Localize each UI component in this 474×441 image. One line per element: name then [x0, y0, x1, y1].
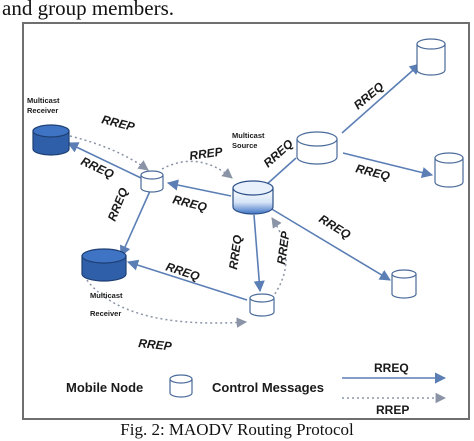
legend-mobile-node-label: Mobile Node: [66, 380, 143, 395]
node-e: [434, 152, 464, 188]
receiver2-label-line1: Multicast: [90, 291, 123, 300]
receiver2-label-line2: Receiver: [90, 309, 121, 318]
legend: Mobile Node Control Messages RREQ RREP: [66, 361, 447, 417]
rreq-arrow-source-to-nodeB: [253, 214, 265, 293]
source-label-line2: Source: [232, 141, 257, 150]
rreq-arrow-source-to-nodeC: [265, 157, 297, 186]
rreq-label-source-nodeC: RREQ: [261, 136, 297, 170]
rrep-arrow-nodeB-to-source: [271, 217, 287, 299]
legend-control-messages-label: Control Messages: [212, 380, 324, 395]
node-f: [391, 269, 417, 299]
source-label-line1: Multicast: [232, 131, 265, 140]
legend-node-icon: [169, 374, 193, 398]
rreq-arrow-nodeB-to-receiver2: [126, 259, 248, 301]
rreq-arrow-nodeA-to-receiver2: [119, 190, 151, 258]
node-receiver-1: [32, 124, 70, 156]
node-d: [416, 38, 446, 76]
node-c: [296, 131, 338, 165]
rreq-arrows: [66, 63, 434, 301]
rreq-label-receiver1: RREQ: [79, 154, 117, 182]
node-b: [249, 293, 275, 317]
rreq-label-source-nodeA: RREQ: [171, 192, 209, 214]
rreq-arrow-nodeA-to-receiver1: [66, 142, 142, 179]
rrep-label-receiver1: RREP: [100, 112, 137, 134]
receiver1-label-line2: Receiver: [27, 106, 58, 115]
rrep-label-nodeA: RREP: [188, 144, 224, 163]
rrep-arrow-receiver1-to-nodeA: [69, 135, 149, 171]
rrep-label-receiver2-nodeB: RREP: [138, 336, 174, 354]
rreq-arrow-nodeC-to-nodeD: [341, 63, 421, 134]
rreq-label-receiver2-vertical: RREQ: [105, 185, 131, 223]
diagram-frame: [22, 22, 470, 420]
rreq-arrow-nodeC-to-nodeE: [342, 152, 434, 179]
receiver1-label-line1: Multicast: [27, 96, 60, 105]
rreq-label-source-nodeF: RREQ: [316, 212, 353, 243]
rrep-label-nodeB-source: RREP: [274, 229, 293, 265]
rreq-label-source-nodeB: RREQ: [226, 233, 245, 270]
rreq-arrow-source-to-nodeF: [269, 207, 391, 281]
node-a: [140, 170, 164, 193]
figure-caption: Fig. 2: MAODV Routing Protocol: [120, 420, 354, 439]
rreq-label-nodeC-nodeD: RREQ: [351, 79, 387, 112]
rrep-arrow-receiver2-to-nodeB: [83, 275, 248, 328]
node-receiver-2: [81, 248, 127, 282]
legend-rreq-label: RREQ: [374, 361, 409, 375]
rrep-arrow-nodeA-to-source: [161, 160, 233, 179]
header-text: and group members.: [2, 0, 175, 20]
node-source: [232, 180, 274, 215]
legend-rrep-label: RREP: [376, 403, 409, 417]
rreq-label-nodeC-nodeE: RREQ: [354, 161, 392, 183]
rrep-arrows: [69, 135, 287, 328]
rreq-arrow-source-to-nodeA: [166, 179, 232, 197]
